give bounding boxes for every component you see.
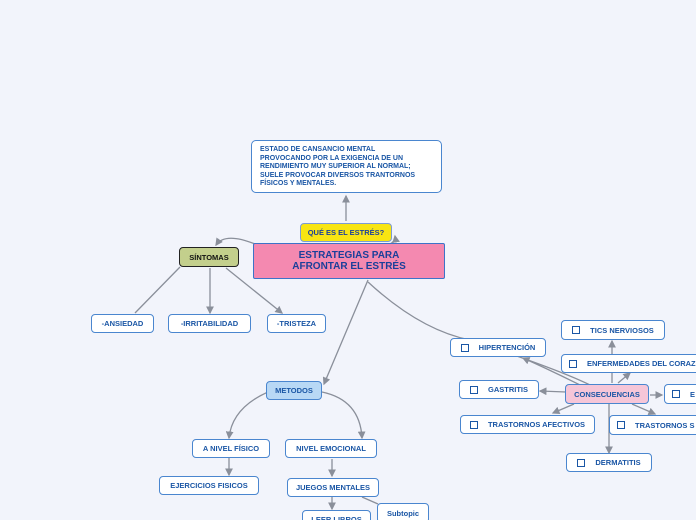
link-symptoms-ansiedad [134,266,181,314]
symptoms-node[interactable]: SÍNTOMAS [179,247,239,267]
link-cons-hipertencion [521,357,581,386]
consequence-dermatitis[interactable]: DERMATITIS [566,453,652,472]
stress-definition-box[interactable]: ESTADO DE CANSANCIO MENTAL PROVOCANDO PO… [251,140,442,193]
emotional-level-node[interactable]: NIVEL EMOCIONAL [285,439,377,458]
read-books-node[interactable]: LEER LIBROS [302,510,371,520]
link-cons-trastornos-s [631,403,657,415]
consequence-disorders-s[interactable]: TRASTORNOS S [609,415,696,435]
link-root-methods [322,279,369,386]
link-methods-emotional [321,391,366,440]
link-cons-corazon [617,372,631,384]
checkbox-icon [469,420,478,429]
consequence-hypertension[interactable]: HIPERTENCIÓN [450,338,546,357]
checkbox-icon [577,458,586,467]
consequence-nervous-tics[interactable]: TICS NERVIOSOS [561,320,665,340]
physical-level-node[interactable]: A NIVEL FÍSICO [192,439,270,458]
symptom-irritability[interactable]: -IRRITABILIDAD [168,314,251,333]
consequence-heart-disease[interactable]: ENFERMEDADES DEL CORAZÓN [561,354,696,373]
checkbox-icon [617,421,625,429]
central-topic[interactable]: ESTRATEGIAS PARA AFRONTAR EL ESTRÉS [253,243,445,279]
checkbox-icon [460,343,469,352]
link-cons-afectivos [551,403,575,415]
question-node[interactable]: QUÉ ES EL ESTRÉS? [300,223,392,242]
symptom-anxiety[interactable]: -ANSIEDAD [91,314,154,333]
checkbox-icon [569,359,577,368]
link-methods-physical [225,391,269,440]
checkbox-icon [672,390,680,398]
link-symptoms-tristeza [225,267,284,314]
mental-games-node[interactable]: JUEGOS MENTALES [287,478,379,497]
methods-node[interactable]: METODOS [266,381,322,400]
link-root-symptoms [215,237,256,247]
link-root-consequences [367,281,591,386]
subtopic-node[interactable]: Subtopic [377,503,429,520]
link-cons-gastritis [538,387,567,396]
consequence-e[interactable]: E [664,384,696,404]
checkbox-icon [572,326,581,334]
consequences-node[interactable]: CONSECUENCIAS [565,384,649,404]
physical-exercises-node[interactable]: EJERCICIOS FISICOS [159,476,259,495]
consequence-affective-disorders[interactable]: TRASTORNOS AFECTIVOS [460,415,595,434]
consequence-gastritis[interactable]: GASTRITIS [459,380,539,399]
link-games-subtopic [361,496,379,505]
checkbox-icon [469,385,478,394]
symptom-sadness[interactable]: -TRISTEZA [267,314,326,333]
